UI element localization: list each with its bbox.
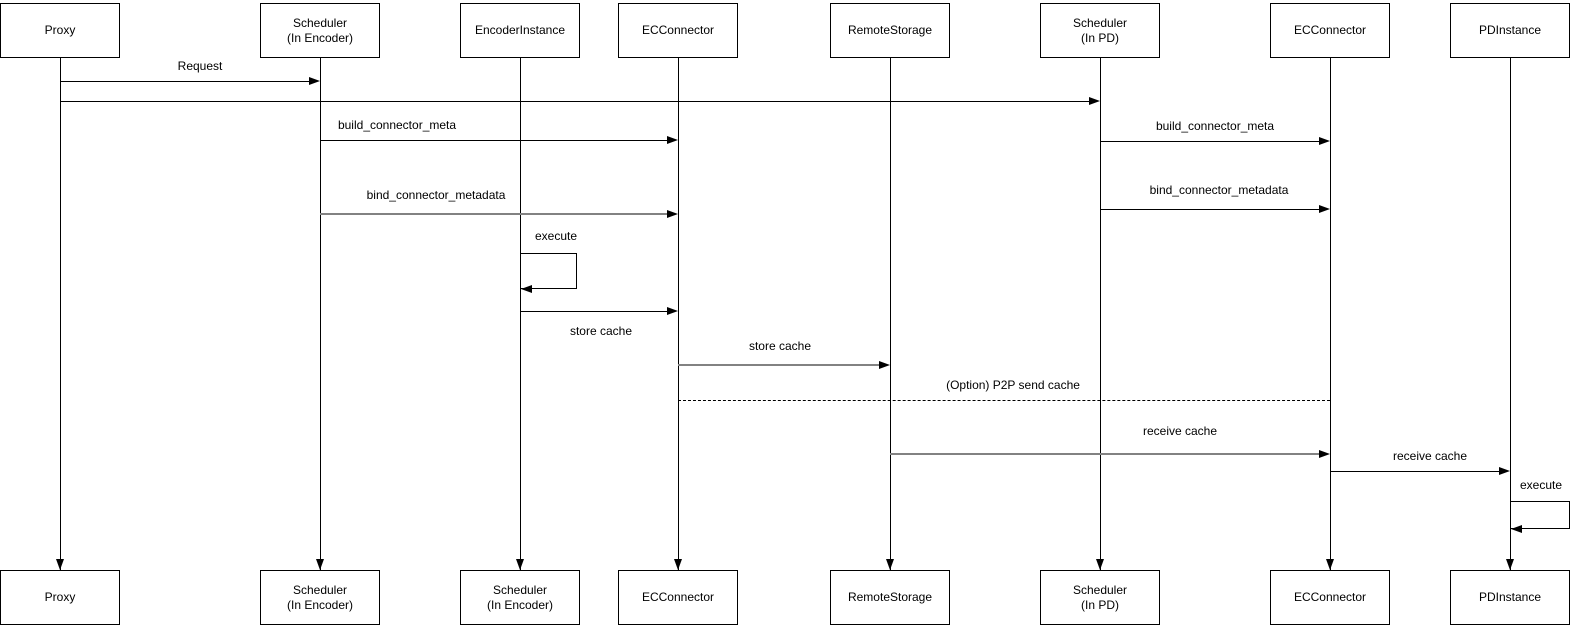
actor-top-label-scheduler-in-pd: Scheduler (In PD) bbox=[1072, 15, 1128, 45]
message-line-encoder-store-cache bbox=[520, 311, 668, 312]
lifeline-proxy bbox=[60, 58, 61, 570]
self-message-label-execute-encoder: execute bbox=[532, 229, 580, 243]
actor-bottom-box-scheduler-in-pd: Scheduler (In PD) bbox=[1040, 570, 1160, 625]
message-line-receive-cache-pdinstance bbox=[1330, 471, 1500, 472]
message-arrowhead-encoder-store-cache bbox=[667, 307, 678, 315]
actor-top-box-proxy: Proxy bbox=[0, 3, 120, 58]
message-label-store-cache-remote: store cache bbox=[746, 339, 814, 353]
message-line-bind-connector-metadata-pd bbox=[1100, 209, 1320, 210]
actor-top-box-encoder-instance: EncoderInstance bbox=[460, 3, 580, 58]
actor-top-label-scheduler-in-encoder: Scheduler (In Encoder) bbox=[286, 15, 354, 45]
lifeline-arrowhead-scheduler-in-pd bbox=[1096, 559, 1104, 570]
actor-bottom-label-proxy: Proxy bbox=[44, 590, 76, 604]
lifeline-arrowhead-pd-instance bbox=[1506, 559, 1514, 570]
message-line-bind-connector-metadata-encoder bbox=[320, 213, 668, 215]
actor-top-label-remote-storage: RemoteStorage bbox=[847, 23, 933, 37]
self-message-arrowhead-execute-encoder bbox=[521, 285, 532, 293]
message-line-request bbox=[60, 81, 310, 82]
actor-bottom-box-pd-instance: PDInstance bbox=[1450, 570, 1570, 625]
actor-bottom-label-ec-connector-pd: ECConnector bbox=[1293, 590, 1367, 604]
actor-top-box-ec-connector-encoder: ECConnector bbox=[618, 3, 738, 58]
message-arrowhead-bind-connector-metadata-pd bbox=[1319, 205, 1330, 213]
message-label-build-connector-meta-encoder: build_connector_meta bbox=[335, 118, 459, 132]
actor-top-label-proxy: Proxy bbox=[44, 23, 76, 37]
actor-top-box-scheduler-in-pd: Scheduler (In PD) bbox=[1040, 3, 1160, 58]
message-line-build-connector-meta-pd bbox=[1100, 141, 1320, 142]
actor-bottom-label-encoder-instance: Scheduler (In Encoder) bbox=[486, 582, 554, 612]
actor-bottom-label-scheduler-in-encoder: Scheduler (In Encoder) bbox=[286, 582, 354, 612]
actor-bottom-label-pd-instance: PDInstance bbox=[1478, 590, 1542, 604]
lifeline-scheduler-in-encoder bbox=[320, 58, 321, 570]
lifeline-arrowhead-ec-connector-pd bbox=[1326, 559, 1334, 570]
lifeline-ec-connector-encoder bbox=[678, 58, 679, 570]
actor-top-box-remote-storage: RemoteStorage bbox=[830, 3, 950, 58]
message-line-store-cache-remote bbox=[678, 364, 880, 366]
message-arrowhead-bind-connector-metadata-encoder bbox=[667, 210, 678, 218]
lifeline-arrowhead-encoder-instance bbox=[516, 559, 524, 570]
actor-bottom-box-scheduler-in-encoder: Scheduler (In Encoder) bbox=[260, 570, 380, 625]
actor-top-label-ec-connector-pd: ECConnector bbox=[1293, 23, 1367, 37]
actor-bottom-box-encoder-instance: Scheduler (In Encoder) bbox=[460, 570, 580, 625]
message-label-encoder-store-cache: store cache bbox=[567, 324, 635, 338]
message-arrowhead-receive-cache-pdinstance bbox=[1499, 467, 1510, 475]
lifeline-encoder-instance bbox=[520, 58, 521, 570]
message-label-request: Request bbox=[175, 59, 225, 73]
actor-top-label-pd-instance: PDInstance bbox=[1478, 23, 1542, 37]
lifeline-arrowhead-proxy bbox=[56, 559, 64, 570]
lifeline-arrowhead-ec-connector-encoder bbox=[674, 559, 682, 570]
lifeline-ec-connector-pd bbox=[1330, 58, 1331, 570]
actor-top-box-scheduler-in-encoder: Scheduler (In Encoder) bbox=[260, 3, 380, 58]
self-message-loop-execute-encoder bbox=[520, 253, 577, 289]
lifeline-remote-storage bbox=[890, 58, 891, 570]
self-message-arrowhead-execute-pd bbox=[1511, 525, 1522, 533]
message-arrowhead-build-connector-meta-pd bbox=[1319, 137, 1330, 145]
message-label-bind-connector-metadata-encoder: bind_connector_metadata bbox=[364, 188, 508, 202]
lifeline-arrowhead-scheduler-in-encoder bbox=[316, 559, 324, 570]
message-arrowhead-build-connector-meta-encoder bbox=[667, 136, 678, 144]
self-message-loop-execute-pd bbox=[1510, 501, 1570, 529]
actor-bottom-label-ec-connector-encoder: ECConnector bbox=[641, 590, 715, 604]
actor-bottom-label-remote-storage: RemoteStorage bbox=[847, 590, 933, 604]
self-message-label-execute-pd: execute bbox=[1517, 478, 1565, 492]
message-arrowhead-proxy-to-scheduler-pd bbox=[1089, 97, 1100, 105]
message-line-proxy-to-scheduler-pd bbox=[60, 101, 1090, 102]
message-line-build-connector-meta-encoder bbox=[320, 140, 668, 141]
actor-top-box-pd-instance: PDInstance bbox=[1450, 3, 1570, 58]
actor-top-label-encoder-instance: EncoderInstance bbox=[474, 23, 566, 37]
message-arrowhead-store-cache-remote bbox=[879, 361, 890, 369]
actor-bottom-box-ec-connector-pd: ECConnector bbox=[1270, 570, 1390, 625]
lifeline-scheduler-in-pd bbox=[1100, 58, 1101, 570]
actor-bottom-label-scheduler-in-pd: Scheduler (In PD) bbox=[1072, 582, 1128, 612]
message-line-p2p-send-cache bbox=[678, 400, 1330, 401]
message-arrowhead-request bbox=[309, 77, 320, 85]
actor-bottom-box-ec-connector-encoder: ECConnector bbox=[618, 570, 738, 625]
message-label-receive-cache-ec: receive cache bbox=[1140, 424, 1220, 438]
message-label-bind-connector-metadata-pd: bind_connector_metadata bbox=[1147, 183, 1291, 197]
lifeline-arrowhead-remote-storage bbox=[886, 559, 894, 570]
lifeline-pd-instance bbox=[1510, 58, 1511, 570]
actor-bottom-box-proxy: Proxy bbox=[0, 570, 120, 625]
actor-top-box-ec-connector-pd: ECConnector bbox=[1270, 3, 1390, 58]
message-label-p2p-send-cache: (Option) P2P send cache bbox=[944, 378, 1082, 392]
actor-top-label-ec-connector-encoder: ECConnector bbox=[641, 23, 715, 37]
message-line-receive-cache-ec bbox=[890, 453, 1320, 455]
message-label-build-connector-meta-pd: build_connector_meta bbox=[1153, 119, 1277, 133]
message-label-receive-cache-pdinstance: receive cache bbox=[1390, 449, 1470, 463]
message-arrowhead-receive-cache-ec bbox=[1319, 450, 1330, 458]
actor-bottom-box-remote-storage: RemoteStorage bbox=[830, 570, 950, 625]
